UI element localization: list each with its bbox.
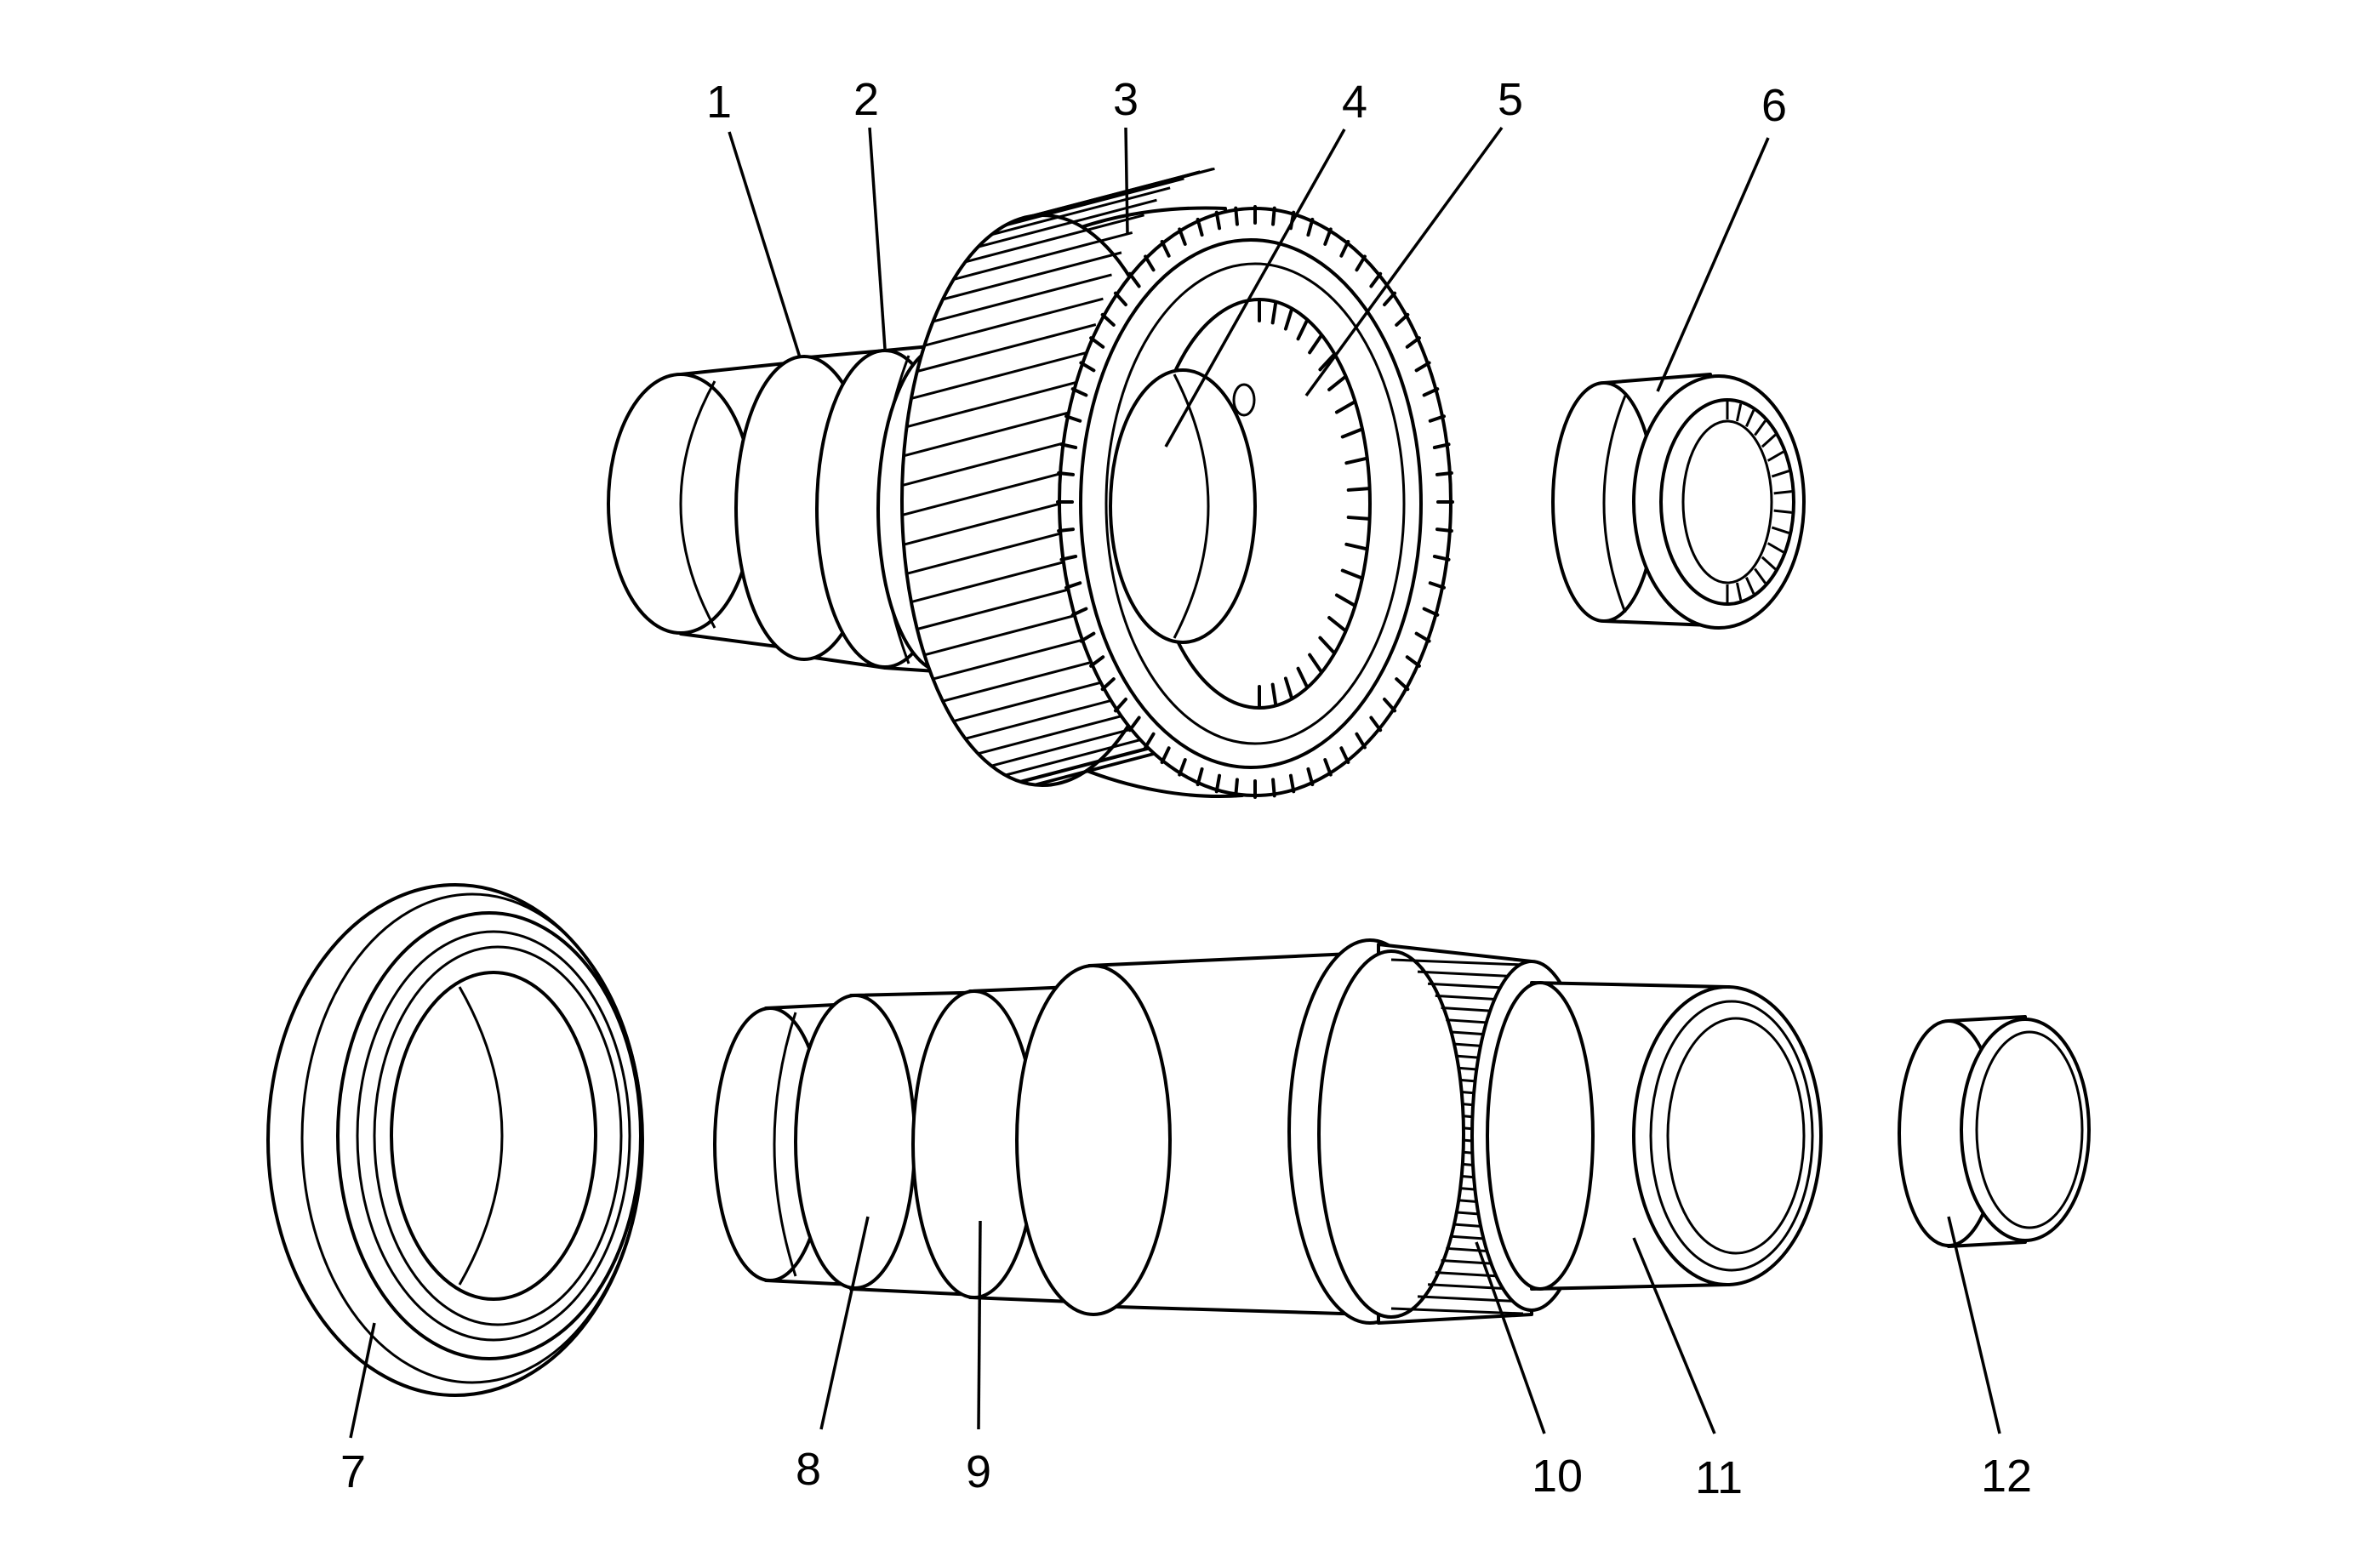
internal-spline-teeth — [1258, 299, 1370, 708]
leader-10 — [1475, 1241, 1546, 1434]
leader-5 — [1304, 126, 1504, 397]
callout-3: 3 — [1113, 74, 1139, 125]
leader-11 — [1632, 1237, 1716, 1434]
shaft-journal-8 — [794, 994, 916, 1290]
leader-8 — [819, 1216, 870, 1430]
hub-bore — [1109, 368, 1257, 644]
oil-seal — [266, 883, 644, 1397]
callout-6: 6 — [1761, 80, 1787, 131]
callout-4: 4 — [1342, 77, 1367, 128]
leader-1 — [728, 131, 802, 358]
bearing-needles — [1726, 402, 1792, 602]
callout-9: 9 — [966, 1446, 991, 1497]
leader-9 — [977, 1220, 982, 1430]
leader-12 — [1947, 1216, 2001, 1434]
oil-hole — [1232, 383, 1256, 417]
callout-1: 1 — [706, 77, 732, 128]
callout-11: 11 — [1695, 1452, 1743, 1503]
leader-3 — [1124, 127, 1129, 235]
callout-2: 2 — [853, 74, 879, 125]
leader-4 — [1164, 128, 1346, 448]
callout-12: 12 — [1981, 1451, 2032, 1502]
drive-gear-assembly — [607, 167, 1454, 799]
output-shaft-assembly — [713, 938, 1823, 1325]
callout-8: 8 — [796, 1444, 821, 1495]
callout-5: 5 — [1498, 74, 1523, 125]
bearing-race-ring — [1898, 1015, 2091, 1248]
leader-7 — [349, 1322, 376, 1439]
leader-2 — [868, 127, 887, 350]
callout-10: 10 — [1532, 1451, 1583, 1502]
callout-labels: 1 2 3 4 5 6 7 8 9 10 11 12 — [340, 74, 2032, 1503]
callout-7: 7 — [340, 1446, 366, 1497]
leader-6 — [1656, 137, 1770, 392]
needle-bearing — [1551, 373, 1806, 630]
gear-front-teeth — [1056, 205, 1454, 799]
leader-lines — [349, 126, 2001, 1439]
